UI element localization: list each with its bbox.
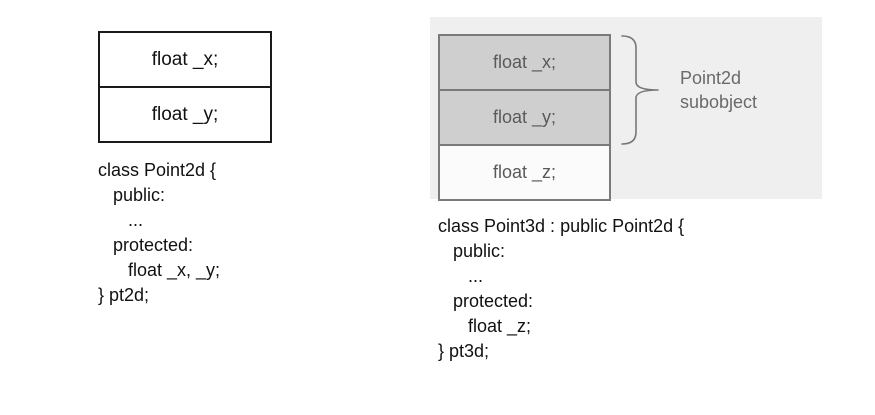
code-line: class Point2d { — [98, 160, 217, 180]
point2d-layout-box: float _x; float _y; — [98, 31, 272, 143]
code-line: protected: — [98, 235, 194, 255]
code-line: public: — [98, 185, 166, 205]
code-line: float _z; — [438, 316, 532, 336]
code-line: float _x, _y; — [98, 260, 221, 280]
code-line: ... — [98, 210, 144, 230]
point2d-member-y: float _y; — [100, 86, 270, 141]
code-line: public: — [438, 241, 506, 261]
code-line: } pt3d; — [438, 341, 490, 361]
code-line: } pt2d; — [98, 285, 150, 305]
point2d-member-x: float _x; — [151, 48, 219, 70]
point3d-member-z: float _z; — [440, 144, 609, 199]
subobject-label-line1: Point2d — [680, 68, 742, 88]
code-line: class Point3d : public Point2d { — [438, 216, 685, 236]
point3d-inherited-member-y: float _y; — [440, 89, 609, 144]
point3d-layout-box: float _x; float _y; float _z; — [438, 34, 611, 201]
code-line: protected: — [438, 291, 534, 311]
code-line: ... — [438, 266, 484, 286]
point2d-class-code: class Point2d { public: ... protected: f… — [98, 158, 220, 308]
point3d-class-code: class Point3d : public Point2d { public:… — [438, 214, 684, 364]
point3d-inherited-member-x: float _x; — [440, 36, 609, 89]
subobject-label-line2: subobject — [680, 92, 758, 112]
subobject-brace-icon — [621, 35, 659, 145]
subobject-label: Point2d subobject — [680, 66, 757, 114]
